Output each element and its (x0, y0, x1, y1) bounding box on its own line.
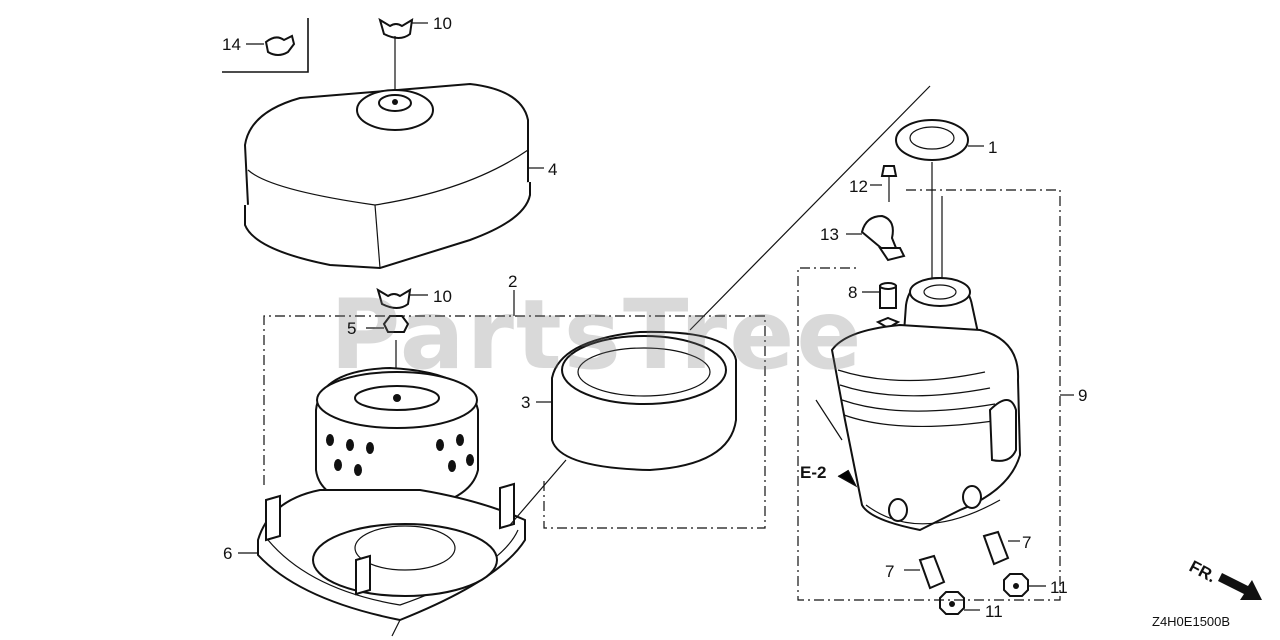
clamp-13 (846, 214, 906, 262)
callout-10-middle: 10 (433, 287, 452, 306)
nut-11-upper (1003, 573, 1046, 597)
wing-nut-top (378, 17, 428, 96)
part-14-inset (222, 18, 309, 73)
reference-marker (815, 399, 858, 488)
reference-label: E-2 (800, 463, 826, 482)
watermark: PartsTree (330, 279, 863, 391)
callout-11-lower: 11 (985, 602, 1003, 621)
callout-9: 9 (1078, 386, 1087, 405)
air-filter-element (315, 366, 479, 514)
seal-ring (895, 119, 984, 196)
callout-8: 8 (848, 283, 857, 302)
callout-7-upper: 7 (1022, 533, 1031, 552)
callout-5: 5 (347, 319, 356, 338)
callout-2: 2 (508, 272, 517, 291)
air-cleaner-elbow (830, 196, 1022, 532)
collar-8 (862, 282, 901, 330)
callout-1: 1 (988, 138, 997, 157)
element-group-box (263, 290, 766, 529)
foam-element (536, 330, 737, 472)
air-cleaner-cover (243, 82, 544, 270)
callout-4: 4 (548, 160, 557, 179)
diagram-code: Z4H0E1500B (1152, 614, 1230, 629)
front-direction-arrow (1218, 573, 1262, 600)
callout-10-top: 10 (433, 14, 452, 33)
wing-nut-middle (376, 287, 428, 309)
callout-12: 12 (849, 177, 868, 196)
callout-11-upper: 11 (1050, 578, 1068, 597)
assembly-group-box (797, 189, 1074, 601)
air-cleaner-case (238, 482, 526, 637)
callout-14: 14 (222, 35, 241, 54)
nut-11-lower (939, 591, 980, 615)
direction-label: FR. (1186, 557, 1219, 587)
callout-6: 6 (223, 544, 232, 563)
callout-13: 13 (820, 225, 839, 244)
callout-7-lower: 7 (885, 562, 894, 581)
bolt-12 (870, 165, 898, 202)
grommet-7-lower (904, 554, 946, 590)
callout-3: 3 (521, 393, 530, 412)
grommet-7-upper (982, 530, 1020, 566)
